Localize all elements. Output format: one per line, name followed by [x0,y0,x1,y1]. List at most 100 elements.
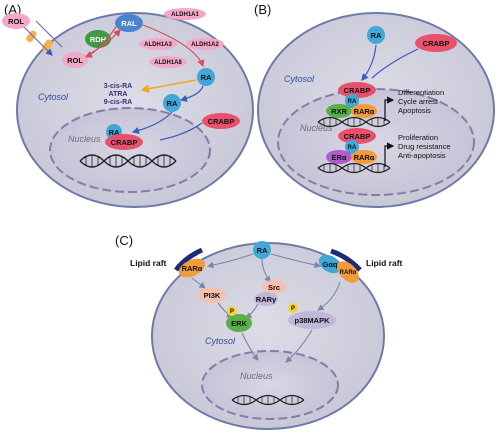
crabp-top-b-label: CRABP [423,39,450,48]
ra-main [197,68,215,86]
rdh-label: RDH [90,35,106,44]
lipid-raft-right [330,248,362,272]
ra-complex-1 [345,94,359,108]
phospho-erk-label: P [230,309,234,315]
cytosol-label-a: Cytosol [38,92,69,102]
era-label: ERα [331,153,346,162]
phospho-p38-label: P [291,306,295,312]
panel-b: (B) Cytosol Nucleus RA CRABP CRABP RA RX… [254,2,495,208]
outcome-cycle-arrest: Cycle arrest [398,97,439,106]
pi3k-label: PI3K [204,291,221,300]
erk-kinase [226,314,252,332]
crabp-cytosol-label: CRABP [208,117,235,126]
dna-helix-c [231,394,305,406]
src-kinase [262,280,286,294]
rara-receptor-2 [351,150,377,164]
ra-top-b-label: RA [371,31,382,40]
nucleus-c [201,350,339,420]
phospho-p38-icon [288,303,298,313]
outcome-apoptosis: Apoptosis [398,106,431,115]
p38mapk-kinase [288,311,336,329]
src-label: Src [268,283,280,292]
rara-1-label: RARα [354,107,375,116]
panel-c: (C) Lipid raft Lipid raft Cytosol Nucleu… [115,233,403,430]
ra-lower [163,94,181,112]
ra-lower-label: RA [167,99,178,108]
rara-receptor-1 [351,104,377,118]
crabp-complex-2-label: CRABP [344,132,371,141]
isomer-atra: ATRA [109,91,128,98]
outcome-differentiation: Differentiation [398,88,444,97]
ra-top-b [367,26,385,44]
nucleus-b [277,88,475,196]
ra-complex-2-label: RA [348,145,357,151]
lipid-raft-right-label: Lipid raft [366,258,403,268]
crabp-complex-1 [338,82,376,98]
rol-outside [2,13,30,29]
ra-complex-1-label: RA [348,99,357,105]
aldh1a2-label: ALDH1A2 [191,42,219,48]
dna-helix-a [79,154,177,168]
aldh1a8-label: ALDH1A8 [154,60,182,66]
nucleus-label-c: Nucleus [240,371,273,381]
ra-complex-2 [345,140,359,154]
aldh1a2-enzyme [186,38,224,50]
rxr-label: RXR [331,107,347,116]
rara-right-label: RARα [340,270,357,276]
rara-left-label: RARα [182,264,203,273]
dna-helix-b2 [317,162,391,174]
aldh1a8-enzyme [149,56,187,68]
gaq-label: Gαq [322,260,337,269]
ra-isomers: 3-cis-RA ATRA 9-cis-RA [104,83,132,106]
ral-label: RAL [121,19,137,28]
outcomes-1: Differentiation Cycle arrest Apoptosis [398,88,444,115]
crabp-top-b [415,34,457,52]
outcome-anti-apoptosis: Anti-apoptosis [398,151,446,160]
erk-label: ERK [231,319,247,328]
rara-right [337,261,359,283]
aldh1a1-label: ALDH1A1 [171,12,199,18]
p38mapk-label: p38MAPK [294,316,330,325]
lipid-raft-left-label: Lipid raft [130,258,167,268]
era-receptor [326,150,352,164]
nucleus-label-b: Nucleus [300,123,333,133]
outcomes-2: Proliferation Drug resistance Anti-apopt… [398,133,451,160]
gaq-protein [318,254,342,274]
cytosol-label-c: Cytosol [205,336,236,346]
crabp-cytosol [202,113,240,129]
isomer-9-cis: 9-cis-RA [104,99,132,106]
outcome-drug-resistance: Drug resistance [398,142,451,151]
rara-2-label: RARα [354,153,375,162]
nucleus-a [49,107,211,193]
outcome-proliferation: Proliferation [398,133,438,142]
rol-outside-label: ROL [8,17,24,26]
crabp-complex-2 [338,128,376,144]
ra-nucleus-label: RA [109,128,120,137]
rdh-enzyme [85,30,111,48]
ral-node [115,14,143,32]
pi3k-kinase [198,287,226,303]
rxr-receptor [326,104,352,118]
crabp-nucleus-label: CRABP [111,138,138,147]
isomer-3-cis: 3-cis-RA [104,83,132,90]
lipid-raft-left [174,247,204,272]
rol-inside [62,52,88,68]
phospho-erk-icon [227,306,237,316]
nucleus-label-a: Nucleus [68,134,101,144]
aldh1a3-label: ALDH1A3 [144,42,172,48]
crabp-nucleus [105,134,143,150]
rara-left [178,258,206,278]
aldh1a1-enzyme [164,8,206,20]
ra-main-label: RA [201,73,212,82]
panel-b-label: (B) [254,2,271,17]
panel-a: (A) Cytosol Nucleus ROL ROL RDH RAL [2,2,254,208]
ra-c [253,241,271,259]
crabp-complex-1-label: CRABP [344,86,371,95]
rarg-label: RARγ [256,295,277,304]
panel-c-label: (C) [115,233,133,248]
rarg-receptor [254,292,278,306]
cytosol-label-b: Cytosol [284,74,315,84]
rol-inside-label: ROL [67,56,83,65]
